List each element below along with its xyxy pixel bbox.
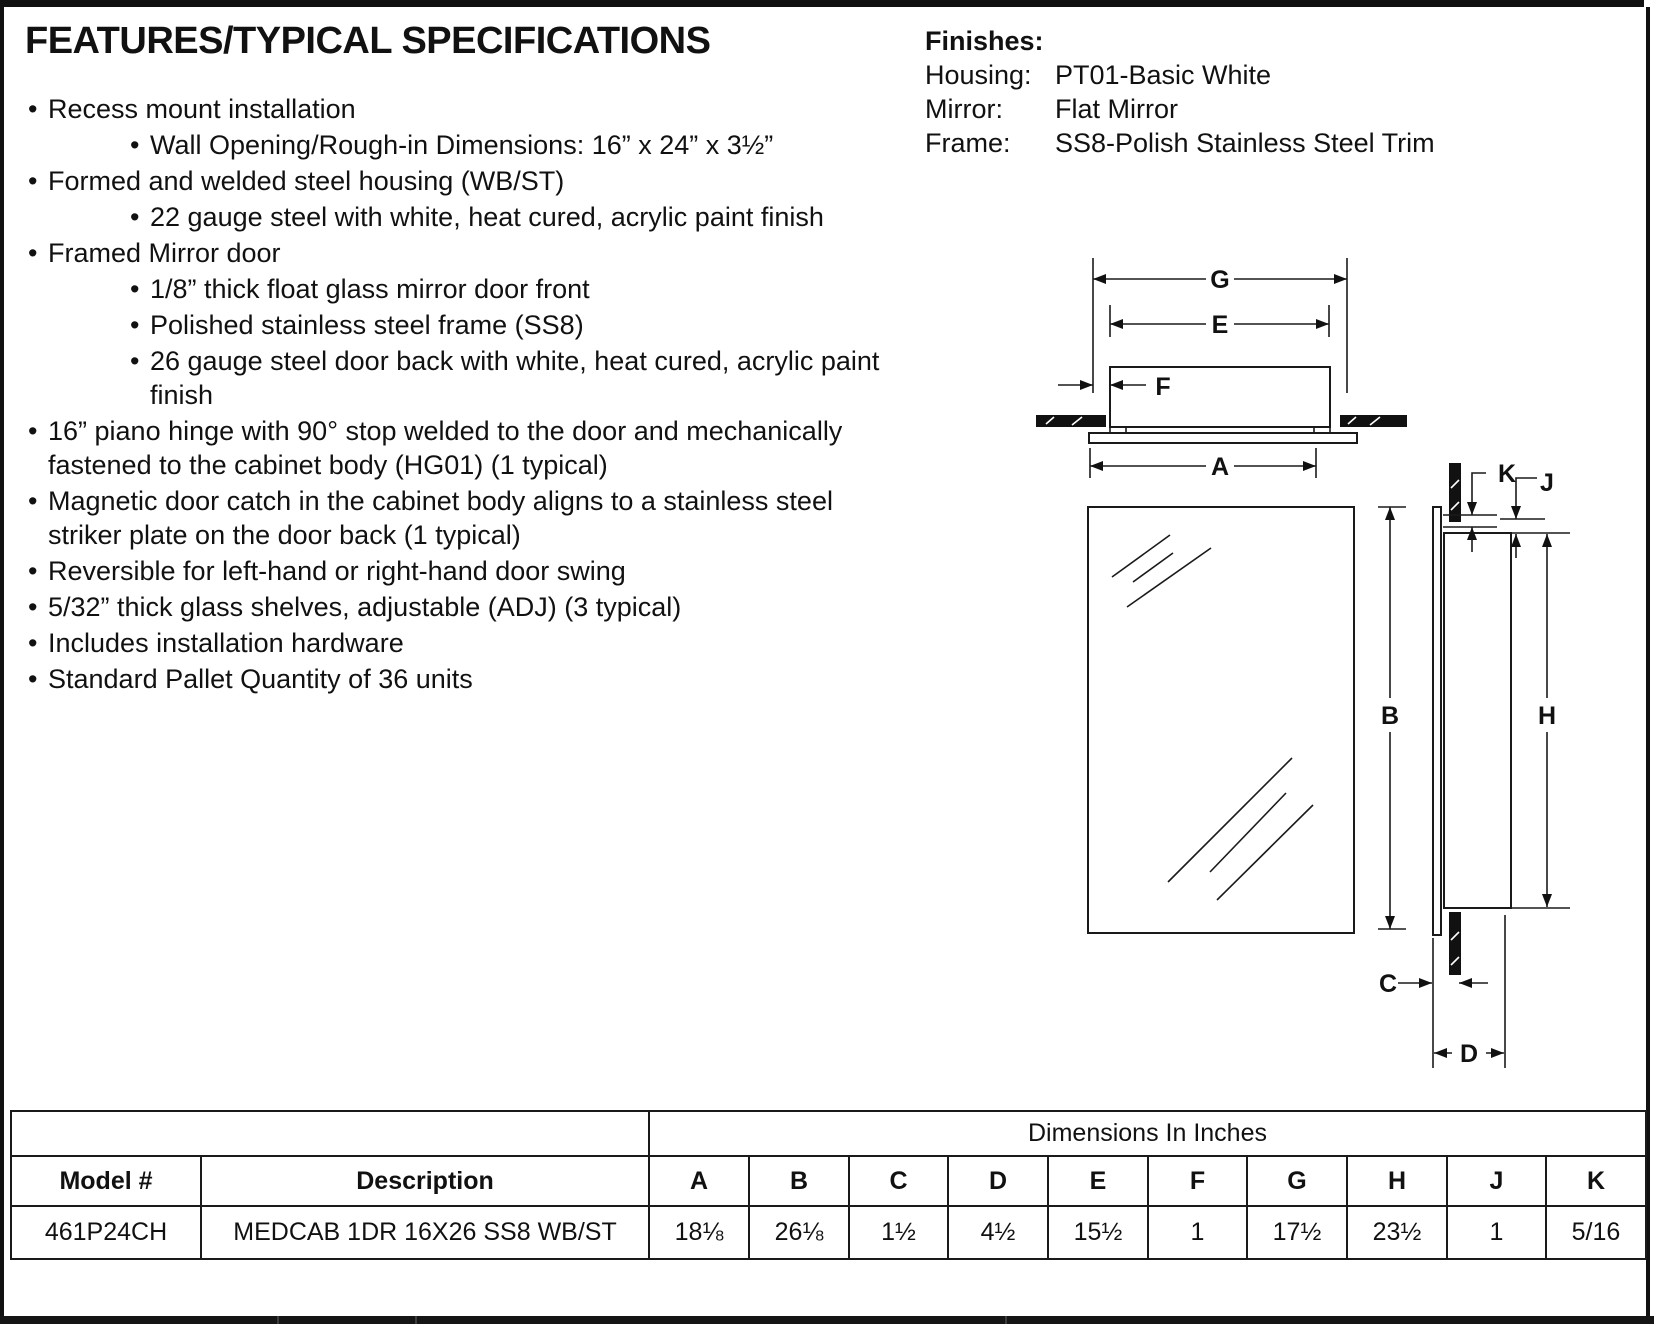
table-row: 461P24CH MEDCAB 1DR 16X26 SS8 WB/ST 18⅛ … xyxy=(10,1205,1647,1260)
feature-subitem: Polished stainless steel frame (SS8) xyxy=(124,308,894,342)
finishes-heading: Finishes: xyxy=(925,26,1044,56)
feature-subitem: 22 gauge steel with white, heat cured, a… xyxy=(124,200,894,234)
finishes-block: Finishes: Housing: PT01-Basic White Mirr… xyxy=(925,24,1435,160)
table-header-row: Model # Description A B C D E F G H J K xyxy=(10,1155,1647,1207)
finish-value: Flat Mirror xyxy=(1055,94,1178,124)
cell-dim-h: 23½ xyxy=(1346,1205,1448,1260)
dim-label-e: E xyxy=(1212,311,1229,339)
feature-item: Magnetic door catch in the cabinet body … xyxy=(22,484,894,552)
feature-subitem: 26 gauge steel door back with white, hea… xyxy=(124,344,894,412)
feature-item: Formed and welded steel housing (WB/ST) xyxy=(22,164,894,198)
page-border-left xyxy=(0,7,4,1316)
table-group-header: Dimensions In Inches xyxy=(648,1110,1647,1157)
col-header-g: G xyxy=(1246,1155,1348,1207)
mirror-door-front xyxy=(1087,506,1355,934)
wall-section-bottom xyxy=(1449,912,1461,975)
feature-item: Framed Mirror door xyxy=(22,236,894,270)
cell-dim-b: 26⅛ xyxy=(748,1205,850,1260)
feature-item: Includes installation hardware xyxy=(22,626,894,660)
col-header-h: H xyxy=(1346,1155,1448,1207)
wall-section-left xyxy=(1036,415,1106,427)
page-border-top xyxy=(0,0,1644,7)
dim-label-b: B xyxy=(1381,702,1399,730)
col-header-j: J xyxy=(1446,1155,1547,1207)
plan-view: G E F xyxy=(1036,258,1407,481)
col-header-model: Model # xyxy=(10,1155,202,1207)
col-header-e: E xyxy=(1047,1155,1149,1207)
wall-section-top xyxy=(1449,463,1461,522)
cell-dim-e: 15½ xyxy=(1047,1205,1149,1260)
wall-section-right xyxy=(1340,415,1407,427)
dim-label-g: G xyxy=(1210,266,1229,294)
cell-dim-f: 1 xyxy=(1147,1205,1248,1260)
technical-drawing: G E F xyxy=(950,230,1654,1080)
feature-item: 16” piano hinge with 90° stop welded to … xyxy=(22,414,894,482)
bottom-bar-separator xyxy=(415,1316,417,1324)
door-panel-side xyxy=(1432,506,1442,936)
dim-label-h: H xyxy=(1538,702,1556,730)
dim-label-a: A xyxy=(1211,453,1229,481)
finish-row-mirror: Mirror: Flat Mirror xyxy=(925,92,1435,126)
col-header-b: B xyxy=(748,1155,850,1207)
col-header-f: F xyxy=(1147,1155,1248,1207)
table-empty-cell xyxy=(10,1110,650,1157)
finish-row-frame: Frame: SS8-Polish Stainless Steel Trim xyxy=(925,126,1435,160)
side-view: B K J xyxy=(1378,460,1570,1068)
feature-subitem: Wall Opening/Rough-in Dimensions: 16” x … xyxy=(124,128,894,162)
col-header-c: C xyxy=(848,1155,949,1207)
page-border-right xyxy=(1646,7,1650,1316)
dimensions-table: Dimensions In Inches Model # Description… xyxy=(10,1110,1647,1260)
col-header-a: A xyxy=(648,1155,750,1207)
finish-row-housing: Housing: PT01-Basic White xyxy=(925,58,1435,92)
page-border-bottom xyxy=(0,1316,1654,1324)
finish-label: Mirror: xyxy=(925,94,1003,124)
bottom-bar-separator xyxy=(1005,1316,1007,1324)
cell-dim-a: 18⅛ xyxy=(648,1205,750,1260)
feature-subitem: 1/8” thick float glass mirror door front xyxy=(124,272,894,306)
cell-dim-k: 5/16 xyxy=(1545,1205,1647,1260)
col-header-description: Description xyxy=(200,1155,650,1207)
dim-label-j: J xyxy=(1540,469,1554,497)
table-group-header-row: Dimensions In Inches xyxy=(10,1110,1647,1157)
cell-dim-c: 1½ xyxy=(848,1205,949,1260)
finish-label: Housing: xyxy=(925,60,1032,90)
front-view xyxy=(1087,506,1355,934)
cell-model-number: 461P24CH xyxy=(10,1205,202,1260)
cell-dim-j: 1 xyxy=(1446,1205,1547,1260)
dim-label-d: D xyxy=(1460,1040,1478,1068)
feature-item: Recess mount installation xyxy=(22,92,894,126)
cell-dim-d: 4½ xyxy=(947,1205,1049,1260)
cell-description: MEDCAB 1DR 16X26 SS8 WB/ST xyxy=(200,1205,650,1260)
feature-item: Reversible for left-hand or right-hand d… xyxy=(22,554,894,588)
bottom-bar-separator xyxy=(277,1316,279,1324)
page-title: FEATURES/TYPICAL SPECIFICATIONS xyxy=(25,20,711,62)
cell-dim-g: 17½ xyxy=(1246,1205,1348,1260)
col-header-k: K xyxy=(1545,1155,1647,1207)
finish-value: PT01-Basic White xyxy=(1055,60,1272,90)
cabinet-body-side xyxy=(1443,532,1512,909)
feature-item: 5/32” thick glass shelves, adjustable (A… xyxy=(22,590,894,624)
finish-label: Frame: xyxy=(925,128,1011,158)
dim-label-c: C xyxy=(1379,970,1397,998)
col-header-d: D xyxy=(947,1155,1049,1207)
finish-value: SS8-Polish Stainless Steel Trim xyxy=(1055,128,1435,158)
dim-label-k: K xyxy=(1498,460,1516,488)
feature-item: Standard Pallet Quantity of 36 units xyxy=(22,662,894,696)
features-list: Recess mount installation Wall Opening/R… xyxy=(22,92,894,698)
dim-label-f: F xyxy=(1155,373,1170,401)
